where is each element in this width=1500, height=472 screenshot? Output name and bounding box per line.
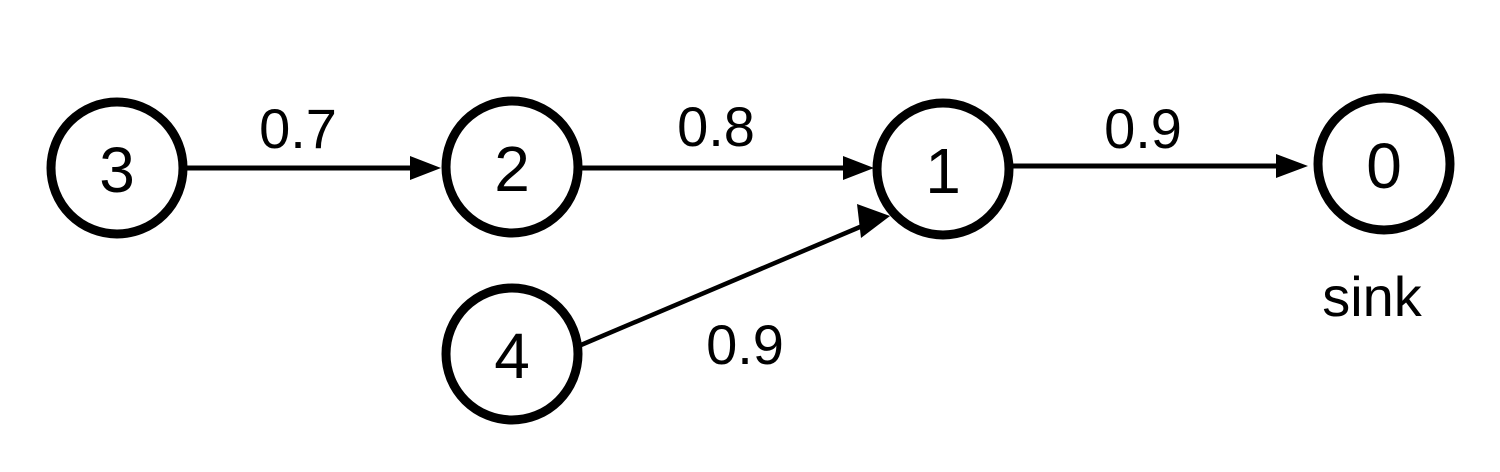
node-0-label: 0 (1366, 130, 1402, 202)
node-3-label: 3 (99, 134, 135, 206)
edge-weight-2-to-1: 0.8 (677, 95, 755, 158)
edge-1-to-0-arrowhead (1276, 154, 1308, 178)
node-2-circle[interactable] (441, 96, 583, 238)
node-3[interactable]: 3 (46, 97, 188, 239)
node-4[interactable]: 4 (441, 283, 583, 425)
edge-4-to-1-arrowhead (857, 204, 890, 238)
node-0[interactable]: 0 (1313, 93, 1455, 235)
edge-weight-3-to-2: 0.7 (259, 97, 337, 160)
edge-2-to-1 (580, 156, 874, 180)
node-1-label: 1 (925, 135, 961, 207)
edge-3-to-2-arrowhead (410, 156, 441, 180)
edge-3-to-2 (186, 156, 441, 180)
node-0-caption-sink: sink (1322, 265, 1423, 328)
edge-4-to-1 (580, 204, 890, 348)
node-2-label: 2 (494, 133, 530, 205)
edge-4-to-1-line (580, 221, 868, 348)
edge-weight-4-to-1: 0.9 (706, 313, 784, 376)
node-1[interactable]: 1 (872, 98, 1014, 240)
edge-2-to-1-arrowhead (843, 156, 874, 180)
node-4-circle[interactable] (441, 283, 583, 425)
node-2[interactable]: 2 (441, 96, 583, 238)
node-4-label: 4 (494, 320, 530, 392)
edge-weight-1-to-0: 0.9 (1104, 97, 1182, 160)
node-3-circle[interactable] (46, 97, 188, 239)
node-1-circle[interactable] (872, 98, 1014, 240)
edge-1-to-0 (1012, 154, 1308, 178)
node-0-circle[interactable] (1313, 93, 1455, 235)
